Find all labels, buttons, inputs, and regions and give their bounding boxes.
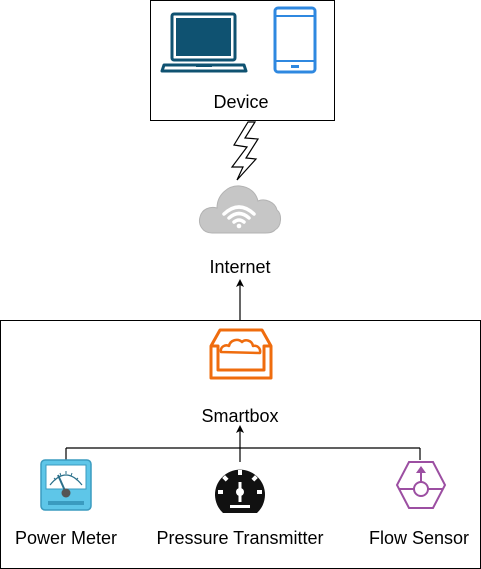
smartphone-icon: [273, 6, 317, 74]
device-label: Device: [213, 92, 269, 112]
internet-label: Internet: [209, 257, 271, 277]
sensor-label-power-meter: Power Meter: [14, 528, 118, 548]
cloud-box-icon: [209, 328, 273, 380]
flow-sensor-icon: [395, 461, 447, 509]
smartbox-label: Smartbox: [201, 406, 279, 426]
power-meter-gauge-icon: [40, 459, 92, 511]
arrow-to-internet: [236, 279, 244, 321]
wifi-cloud-icon: [199, 185, 281, 234]
sensor-connectors: [65, 425, 421, 462]
sensor-label-flow-sensor: Flow Sensor: [368, 528, 470, 548]
laptop-icon: [160, 12, 248, 73]
pressure-gauge-icon: [215, 469, 265, 513]
lightning-bolt-icon: [230, 121, 260, 181]
sensor-label-pressure-transmitter: Pressure Transmitter: [156, 528, 324, 548]
